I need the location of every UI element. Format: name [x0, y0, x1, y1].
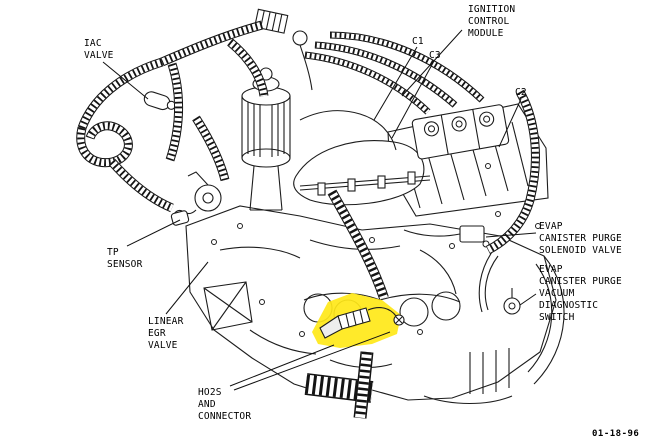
- leader-evap-switch: [519, 293, 537, 306]
- leader-linear-egr-valve: [165, 261, 209, 315]
- leader-c1: [373, 46, 418, 121]
- leader-lines: [102, 29, 537, 391]
- date-stamp: 01-18-96: [592, 429, 640, 439]
- leader-c3: [391, 60, 435, 139]
- label-connector-c1: C1: [412, 36, 424, 47]
- label-ignition-control-module: IGNITION CONTROL MODULE: [468, 4, 516, 39]
- label-evap-canister-purge-solenoid-valve: EVAP CANISTER PURGE SOLENOID VALVE: [539, 221, 622, 256]
- label-evap-canister-purge-vacuum-diagnostic-switch: EVAP CANISTER PURGE VACUUM DIAGNOSTIC SW…: [539, 264, 622, 323]
- label-iac-valve: IAC VALVE: [84, 38, 114, 61]
- label-connector-c3: C3: [429, 50, 441, 61]
- coil-pack-art: [411, 104, 510, 160]
- leader-ho2s-a: [229, 344, 335, 387]
- label-tp-sensor: TP SENSOR: [107, 247, 143, 270]
- leader-ignition-control-module: [401, 29, 463, 97]
- leader-tp-sensor: [126, 219, 181, 247]
- leader-iac-valve: [102, 61, 149, 100]
- leader-c2: [498, 98, 522, 148]
- leader-evap-solenoid: [485, 232, 537, 238]
- label-connector-c2: C2: [515, 87, 527, 98]
- leader-ho2s-b: [233, 331, 391, 391]
- throttle-body-art: [170, 171, 222, 226]
- label-ho2s-and-connector: HO2S AND CONNECTOR: [198, 387, 252, 422]
- evap-diagnostic-switch-art: [503, 288, 521, 315]
- label-linear-egr-valve: LINEAR EGR VALVE: [148, 316, 184, 351]
- spark-plug-wires-art: [305, 35, 482, 112]
- evap-purge-solenoid-art: [403, 225, 490, 248]
- iac-valve-art: [143, 91, 176, 111]
- ho2s-sensor-art: [319, 307, 405, 339]
- harness-connector-art: [253, 8, 289, 34]
- engine-block-art: [185, 30, 565, 405]
